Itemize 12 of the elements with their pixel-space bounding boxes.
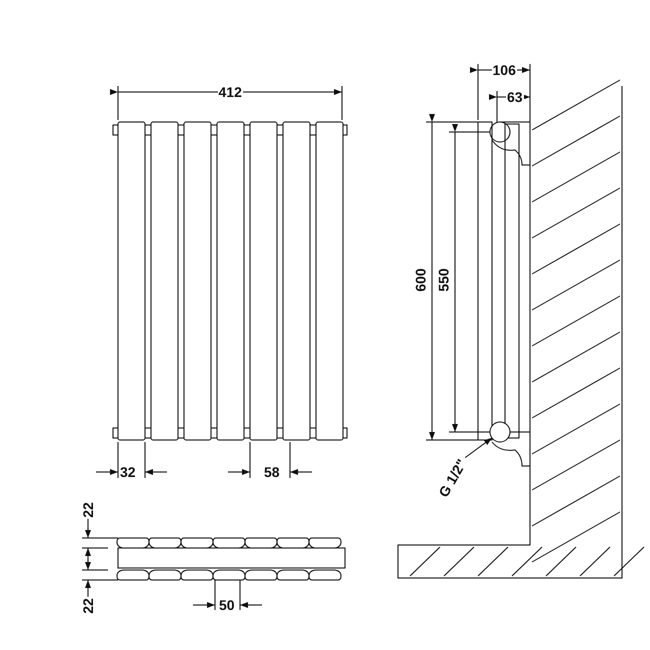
valve-connection: [490, 422, 510, 442]
dimension-label: 550: [436, 267, 450, 293]
dimension-label: 22: [80, 501, 95, 519]
dimension-label: 600: [413, 267, 428, 293]
dimension-label: 50: [218, 598, 236, 612]
dimension-label: 32: [119, 465, 137, 479]
dimension-label: 106: [492, 63, 517, 77]
dimension-label: 22: [80, 597, 95, 615]
dimension-label: 58: [263, 465, 281, 479]
dimension-label: 412: [218, 85, 243, 99]
dimension-label: 63: [506, 90, 524, 104]
leader-line: [464, 437, 492, 458]
